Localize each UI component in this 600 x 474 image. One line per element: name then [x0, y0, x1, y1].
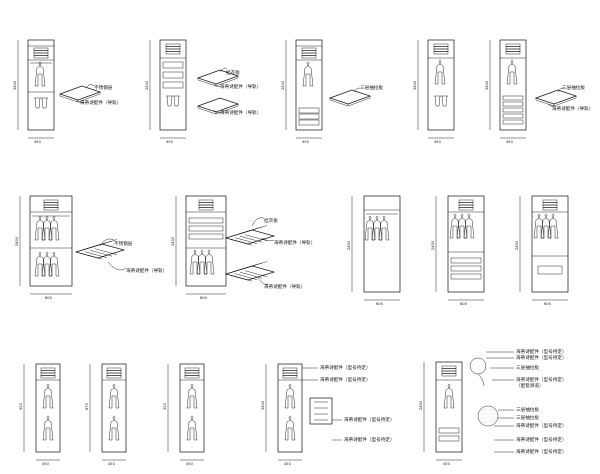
dim-seg: 300 [163, 402, 167, 410]
tray-detail-1: 不锈钢层 海蒂诗配件（导轨） [59, 84, 121, 106]
label-stainless: 不锈钢层 [94, 84, 113, 91]
elevation-2: 2400 450 [145, 39, 187, 144]
label-hettich: 海蒂诗配件（型号待定） [320, 364, 371, 371]
elevation-5: 2400 450 [485, 39, 527, 144]
tray-detail-3: 三层抽拉板 [329, 84, 383, 107]
dim-height: 2400 [145, 80, 149, 90]
elevation-9: 2400 600 [431, 195, 485, 306]
elevation-3: 2400 450 [281, 39, 323, 144]
dim-width: 450 [302, 140, 310, 144]
label-slide: 海蒂诗配件（导轨） [274, 239, 315, 246]
dim-height: 2400 [419, 400, 423, 410]
dim-height: 2400 [281, 80, 285, 90]
elevation-15: 2400 450 [419, 357, 499, 466]
label-slide: 海蒂诗配件（导轨） [220, 83, 261, 90]
dim-height: 2400 [431, 240, 435, 250]
elevation-13: 300 450 [163, 363, 205, 466]
dim-width: 450 [166, 140, 174, 144]
elevation-14: 2400 450 [261, 363, 333, 466]
callouts-15: 海蒂诗配件（型号待定） 海蒂诗配件（型号待定） 三层抽拉板 海蒂诗配件（型号待定… [486, 348, 567, 455]
dim-height: 2400 [347, 240, 351, 250]
dim-width: 450 [42, 462, 50, 466]
label-hettich: 海蒂诗配件（型号待定） [516, 348, 567, 355]
dim-width: 450 [284, 462, 292, 466]
label-three-drawer: 三层抽拉板 [516, 364, 539, 371]
dim-height: 2400 [171, 236, 175, 246]
label-three-drawer: 三层抽拉板 [360, 84, 383, 91]
dim-height: 2400 [515, 240, 519, 250]
elevation-7: 2400 800 [171, 195, 227, 300]
label-hettich: 海蒂诗配件（型号待定） [516, 448, 567, 455]
label-hettich: 海蒂诗配件（型号待定） [516, 354, 567, 361]
dim-width: 450 [186, 462, 194, 466]
dim-seg: 870 [85, 402, 89, 410]
dim-width: 450 [34, 140, 42, 144]
dim-height: 2400 [13, 80, 17, 90]
dim-width: 450 [434, 140, 442, 144]
dim-width: 450 [443, 462, 451, 466]
tray-detail-7: 挂衣板 海蒂诗配件（导轨） 海蒂诗配件（导轨） [225, 217, 315, 290]
label-slide: 海蒂诗配件（导轨） [80, 99, 121, 106]
dim-width: 600 [544, 302, 552, 306]
dim-seg: 900 [19, 402, 23, 410]
elevation-12: 870 450 [85, 363, 127, 466]
dim-width: 600 [460, 302, 468, 306]
dim-width: 450 [108, 462, 116, 466]
label-slide: 海蒂诗配件（导轨） [220, 109, 261, 116]
label-rack: 挂衣板 [264, 217, 278, 224]
dim-height: 2400 [413, 80, 417, 90]
label-slide: 海蒂诗配件（导轨） [126, 267, 167, 274]
label-three-drawer: 三层抽拉板 [516, 406, 539, 413]
dim-width: 450 [506, 140, 514, 144]
label-hettich: 海蒂诗配件（型号待定） [344, 436, 395, 443]
label-hettich: 海蒂诗配件（型号待定） [344, 416, 395, 423]
elevation-10: 2400 600 [515, 195, 569, 306]
label-hettich: 海蒂诗配件（型号待定） [516, 376, 567, 383]
callouts-14: 海蒂诗配件（型号待定） 海蒂诗配件（型号待定） 海蒂诗配件（型号待定） 海蒂诗配… [302, 364, 395, 443]
elevation-8: 2400 600 [347, 195, 401, 306]
label-hettich: 海蒂诗配件（型号待定） [320, 376, 371, 383]
dim-height: 2400 [485, 80, 489, 90]
label-stainless: 不锈钢层 [114, 240, 133, 247]
tray-detail-5: 三层抽拉板 海蒂诗配件（导轨） [535, 84, 593, 112]
label-three-drawer: 三层抽拉板 [562, 84, 585, 91]
dim-width: 600 [376, 302, 384, 306]
tray-detail-2: 挂衣板 海蒂诗配件（导轨） 海蒂诗配件（导轨） [197, 67, 261, 116]
tray-detail-6: 不锈钢层 海蒂诗配件（导轨） [75, 238, 167, 274]
dim-height: 2400 [261, 400, 265, 410]
dim-height: 2400 [15, 236, 19, 246]
label-side-note: （配套滑道） [516, 382, 544, 389]
elevation-4: 2400 450 [413, 39, 455, 144]
elevation-11: 900 450 [19, 363, 61, 466]
label-rack: 挂衣板 [226, 69, 240, 76]
label-three-drawer: 三层抽拉板 [516, 414, 539, 421]
elevation-6: 2400 800 [15, 195, 73, 300]
dim-width: 800 [45, 296, 53, 300]
label-hettich: 海蒂诗配件（型号待定） [516, 422, 567, 429]
dim-width: 800 [200, 296, 208, 300]
label-slide: 海蒂诗配件（导轨） [264, 283, 305, 290]
label-slide: 海蒂诗配件（导轨） [552, 105, 593, 112]
label-hettich: 海蒂诗配件（型号待定） [516, 436, 567, 443]
elevation-1: 2400 450 [13, 39, 55, 144]
